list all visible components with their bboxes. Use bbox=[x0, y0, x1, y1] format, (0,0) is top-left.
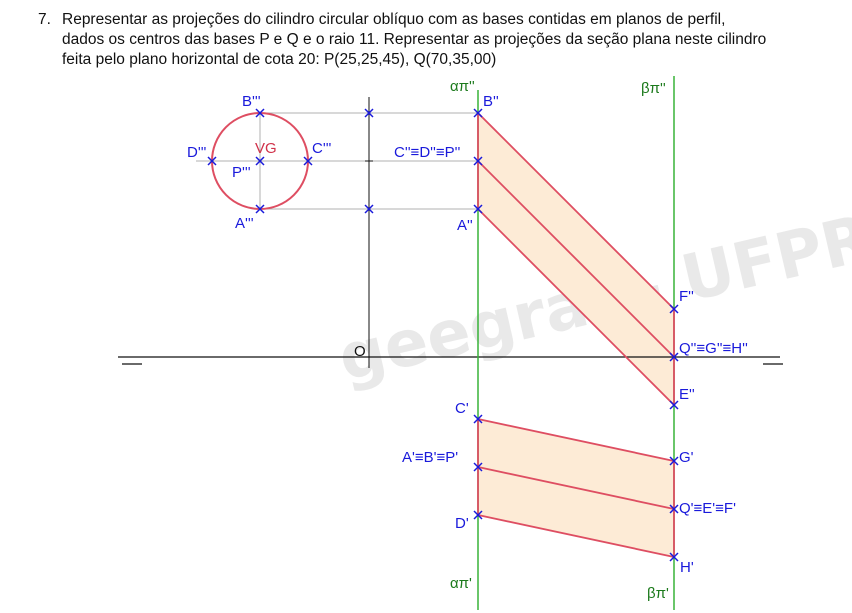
problem-line-3: feita pelo plano horizontal de cota 20: … bbox=[62, 51, 497, 68]
marker-a3 bbox=[255, 204, 265, 214]
problem-line-2: dados os centros das bases P e Q e o rai… bbox=[62, 31, 767, 48]
marker-c1 bbox=[473, 414, 483, 424]
label-beta-pi-horizontal: βπ' bbox=[647, 585, 669, 602]
marker-g1 bbox=[669, 456, 679, 466]
marker-d1 bbox=[473, 510, 483, 520]
problem-line-1: Representar as projeções do cilindro cir… bbox=[62, 11, 726, 28]
cylinder-outlines bbox=[477, 112, 675, 558]
marker-h1 bbox=[669, 552, 679, 562]
label-c1: C' bbox=[455, 400, 469, 417]
marker-a2 bbox=[473, 204, 483, 214]
label-alpha-pi-vertical: απ'' bbox=[450, 78, 475, 95]
label-d1: D' bbox=[455, 515, 469, 532]
marker-qef1 bbox=[669, 504, 679, 514]
construction-lines bbox=[196, 112, 478, 210]
marker-qgh2 bbox=[669, 352, 679, 362]
problem-number: 7. bbox=[38, 11, 51, 28]
label-abp1: A'≡B'≡P' bbox=[402, 449, 458, 466]
marker-c3 bbox=[303, 156, 313, 166]
marker-abp1 bbox=[473, 462, 483, 472]
marker-profile-a bbox=[364, 204, 374, 214]
label-b2: B'' bbox=[483, 93, 499, 110]
marker-d3 bbox=[207, 156, 217, 166]
marker-b2 bbox=[473, 108, 483, 118]
label-e2: E'' bbox=[679, 386, 695, 403]
marker-b3 bbox=[255, 108, 265, 118]
label-d3: D''' bbox=[187, 144, 207, 161]
marker-f2 bbox=[669, 304, 679, 314]
marker-e2 bbox=[669, 400, 679, 410]
label-h1: H' bbox=[680, 559, 694, 576]
label-c3: C''' bbox=[312, 140, 332, 157]
label-b3: B''' bbox=[242, 93, 261, 110]
vertical-generatrix-top bbox=[477, 112, 675, 310]
marker-p3 bbox=[255, 156, 265, 166]
horizontal-axis-pq bbox=[477, 466, 675, 510]
vertical-generatrix-bottom bbox=[477, 208, 675, 406]
problem-statement: 7. Representar as projeções do cilindro … bbox=[38, 10, 838, 70]
horizontal-generatrix-bottom bbox=[477, 514, 675, 558]
point-markers bbox=[207, 108, 679, 562]
vertical-axis-pq bbox=[477, 160, 675, 358]
marker-profile-b bbox=[364, 108, 374, 118]
label-p3: P''' bbox=[232, 164, 251, 181]
label-true-size: VG bbox=[255, 140, 277, 157]
horizontal-generatrix-top bbox=[477, 418, 675, 462]
label-qef1: Q'≡E'≡F' bbox=[679, 500, 736, 517]
label-f2: F'' bbox=[679, 288, 694, 305]
label-qgh2: Q''≡G''≡H'' bbox=[679, 340, 748, 357]
label-cdp2: C''≡D''≡P'' bbox=[394, 144, 460, 161]
marker-cdp2 bbox=[473, 156, 483, 166]
label-alpha-pi-horizontal: απ' bbox=[450, 575, 472, 592]
label-g1: G' bbox=[679, 449, 694, 466]
label-a3: A''' bbox=[235, 215, 254, 232]
label-beta-pi-vertical: βπ'' bbox=[641, 80, 666, 97]
label-origin: O bbox=[354, 343, 366, 360]
label-a2: A'' bbox=[457, 217, 473, 234]
